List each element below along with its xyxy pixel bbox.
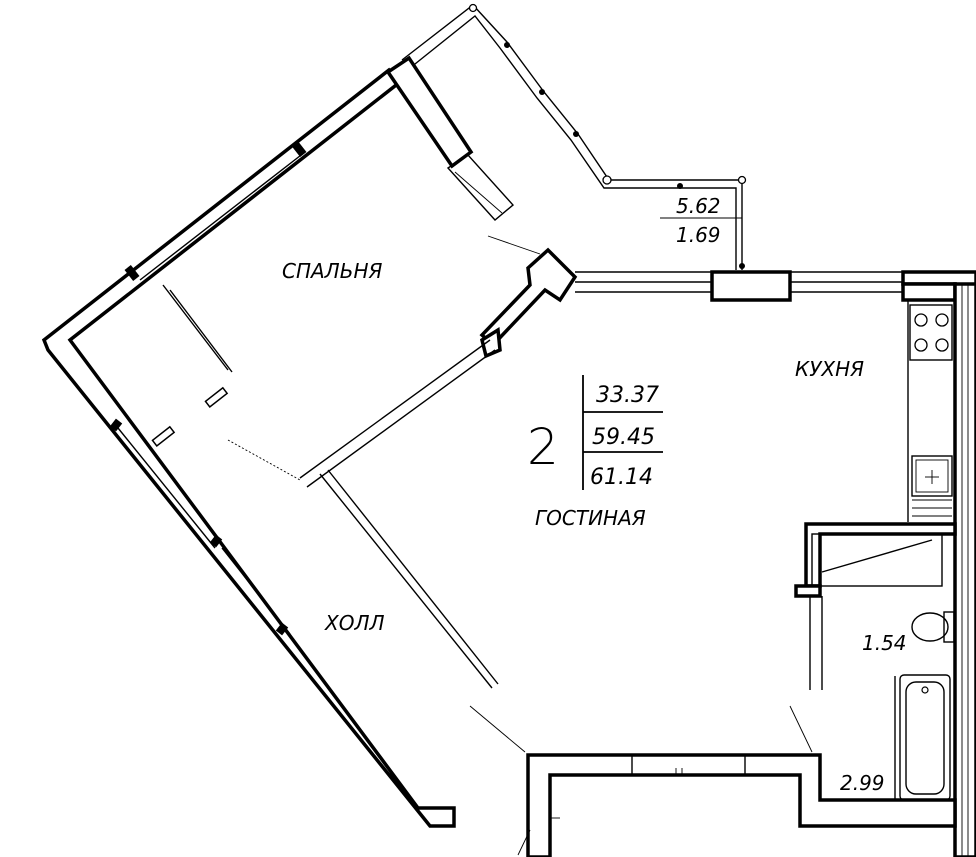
kitchen-label: КУХНЯ	[795, 357, 864, 381]
hall-label: ХОЛЛ	[324, 611, 385, 635]
bathroom-area: 2.99	[840, 771, 885, 795]
toilet-area: 1.54	[862, 631, 907, 655]
bathtub-fixture	[899, 674, 951, 801]
area-box	[582, 375, 663, 490]
kitchen-counter	[907, 300, 953, 522]
toilet-fixture	[911, 611, 955, 643]
bathroom-walls	[794, 522, 957, 800]
opening-lines	[469, 705, 813, 856]
balcony-area: 5.62	[676, 194, 721, 218]
top-window-wall	[575, 270, 976, 302]
outer-wall-right	[953, 282, 976, 857]
area-living: 33.37	[596, 383, 659, 408]
bedroom-door	[151, 284, 301, 481]
area-total-with-balcony: 61.14	[590, 465, 653, 490]
balcony-railing	[401, 3, 747, 270]
area-total: 59.45	[592, 425, 655, 450]
living-room-label: ГОСТИНАЯ	[535, 506, 646, 530]
outer-wall-left	[41, 55, 474, 828]
balcony-area-reduced: 1.69	[676, 223, 721, 247]
hall-living-partition	[319, 469, 499, 689]
outer-wall-bottom	[526, 753, 957, 857]
bedroom-balcony-window	[446, 154, 515, 221]
bedroom-living-partition	[299, 235, 578, 488]
bedroom-label: СПАЛЬНЯ	[282, 259, 382, 283]
rooms-count: 2	[527, 418, 559, 476]
